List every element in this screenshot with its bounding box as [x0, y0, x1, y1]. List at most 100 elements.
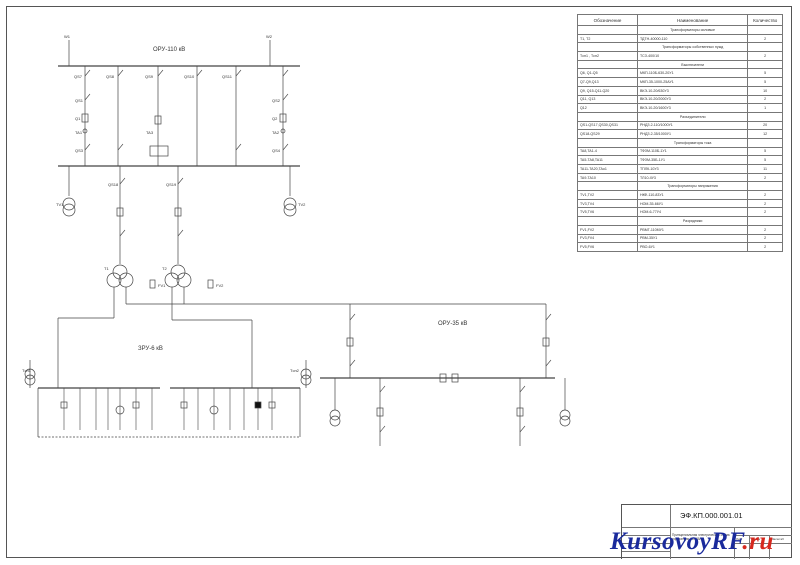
spec-cell-name: РВО-6У1 [636, 242, 749, 252]
tv1-label: TV1 [56, 202, 64, 207]
spec-cell-name: ВКЭ-10-20/2000У3 [636, 94, 749, 105]
t2-label: T2 [162, 266, 167, 271]
spec-cell-code: QS1-QS17,QS30,QS31 [577, 120, 638, 131]
spec-cell-qty: 2 [747, 207, 783, 218]
watermark-brand: KursovoyRF.ru [610, 528, 774, 556]
spec-section-row: Трансформаторы собственных нужд [577, 42, 783, 53]
oru35-label: ОРУ-35 кВ [438, 321, 467, 327]
spec-cell-code: TA5-TA8,TA11 [577, 155, 638, 165]
fv2-label: FV2 [216, 283, 224, 288]
spec-cell-name: НКФ-110-83У1 [636, 190, 749, 200]
spec-cell-code: FV1,FV2 [577, 224, 638, 235]
zru6-label: ЗРУ-6 кВ [138, 346, 163, 352]
stamp-mass-label: Масса [751, 537, 760, 541]
spec-cell-qty: 1 [747, 103, 783, 113]
fv1-label: FV1 [158, 283, 166, 288]
specification-table: Обозначение Наименование Количество Тран… [577, 14, 783, 252]
site-watermark: KursovoyRF.ru [570, 525, 800, 565]
drawing-frame [6, 6, 792, 558]
spec-cell-qty: 2 [747, 33, 783, 44]
spec-cell-empty [747, 42, 783, 53]
spec-cell-empty [747, 137, 783, 148]
spec-cell-empty [577, 25, 638, 35]
spec-cell-name: РВМ-35У1 [636, 233, 749, 244]
qs19-label: QS19 [166, 182, 177, 187]
stamp-sheet-label: Лист [736, 537, 743, 541]
spec-cell-name: ТДТН-40000-110 [636, 33, 749, 44]
spec-cell-qty: 5 [747, 77, 783, 87]
ta2-label: TA2 [272, 130, 280, 135]
ta1-label: TA1 [75, 130, 83, 135]
spec-cell-empty [747, 111, 783, 122]
spec-section-title: Трансформаторы напряжения [636, 181, 749, 192]
title-block: ЭФ.КП.000.001.01 Принципиальная электрич… [621, 504, 792, 559]
spec-section-title: Трансформаторы собственных нужд [636, 42, 749, 53]
spec-header-name: Наименование [636, 14, 749, 26]
spec-cell-name: ТФЗМ-110Б-1У1 [636, 146, 749, 157]
spec-cell-qty: 20 [747, 120, 783, 131]
tsn1-label: Tсн1 [22, 368, 32, 373]
spec-cell-qty: 10 [747, 85, 783, 96]
spec-cell-name: ВКЭ-10-20/1600У3 [636, 103, 749, 113]
spec-section-row: Трансформаторы силовые [577, 25, 783, 35]
spec-cell-code: FV3,FV4 [577, 233, 638, 244]
watermark-suffix: .ru [742, 528, 774, 555]
tv2-label: TV2 [298, 202, 306, 207]
spec-cell-code: TV3,TV4 [577, 198, 638, 209]
spec-cell-empty [577, 216, 638, 226]
spec-cell-code: FV5,FV6 [577, 242, 638, 252]
spec-cell-name: ТФЗМ-35Б-1У1 [636, 155, 749, 165]
spec-cell-qty: 2 [747, 242, 783, 252]
spec-header-row: Обозначение Наименование Количество [577, 14, 783, 26]
qs8-label: QS8 [106, 74, 115, 79]
spec-cell-code: TA11-TA20,TAo1 [577, 164, 638, 174]
spec-cell-qty: 2 [747, 224, 783, 235]
spec-cell-qty: 5 [747, 68, 783, 79]
q1-label: Q1 [75, 116, 81, 121]
spec-cell-code: TV1,TV2 [577, 190, 638, 200]
spec-section-row: Трансформаторы тока [577, 137, 783, 148]
qs10-label: QS10 [184, 74, 195, 79]
spec-cell-code: Q7-Q9,Q13 [577, 77, 638, 87]
spec-cell-code: Q6, Q1-Q5 [577, 68, 638, 79]
spec-cell-name: МКП-35-1000-25АУ1 [636, 77, 749, 87]
spec-header-code: Обозначение [577, 14, 638, 26]
oru110-label: ОРУ-110 кВ [153, 47, 185, 53]
spec-cell-empty [577, 181, 638, 192]
spec-cell-name: НОМ-6-77У4 [636, 207, 749, 218]
spec-cell-qty: 2 [747, 190, 783, 200]
spec-section-title: Трансформаторы силовые [636, 25, 749, 35]
spec-cell-code: T1, T2 [577, 33, 638, 44]
spec-cell-code: TA8,TA1-4 [577, 146, 638, 157]
spec-cell-empty [577, 42, 638, 53]
spec-header-qty: Количество [747, 14, 783, 26]
document-title: Принципиальная электрическая схема подст… [672, 533, 730, 541]
spec-cell-code: TV5,TV6 [577, 207, 638, 218]
qs4-label: QS4 [272, 148, 281, 153]
spec-cell-name: ТЛ10-IIУ3 [636, 172, 749, 183]
spec-cell-name: ВКЭ-10-20/630У3 [636, 85, 749, 96]
spec-cell-qty: 11 [747, 164, 783, 174]
spec-cell-qty: 5 [747, 146, 783, 157]
spec-cell-name: РНДЗ.2-110/1000У1 [636, 120, 749, 131]
document-code: ЭФ.КП.000.001.01 [680, 511, 743, 520]
